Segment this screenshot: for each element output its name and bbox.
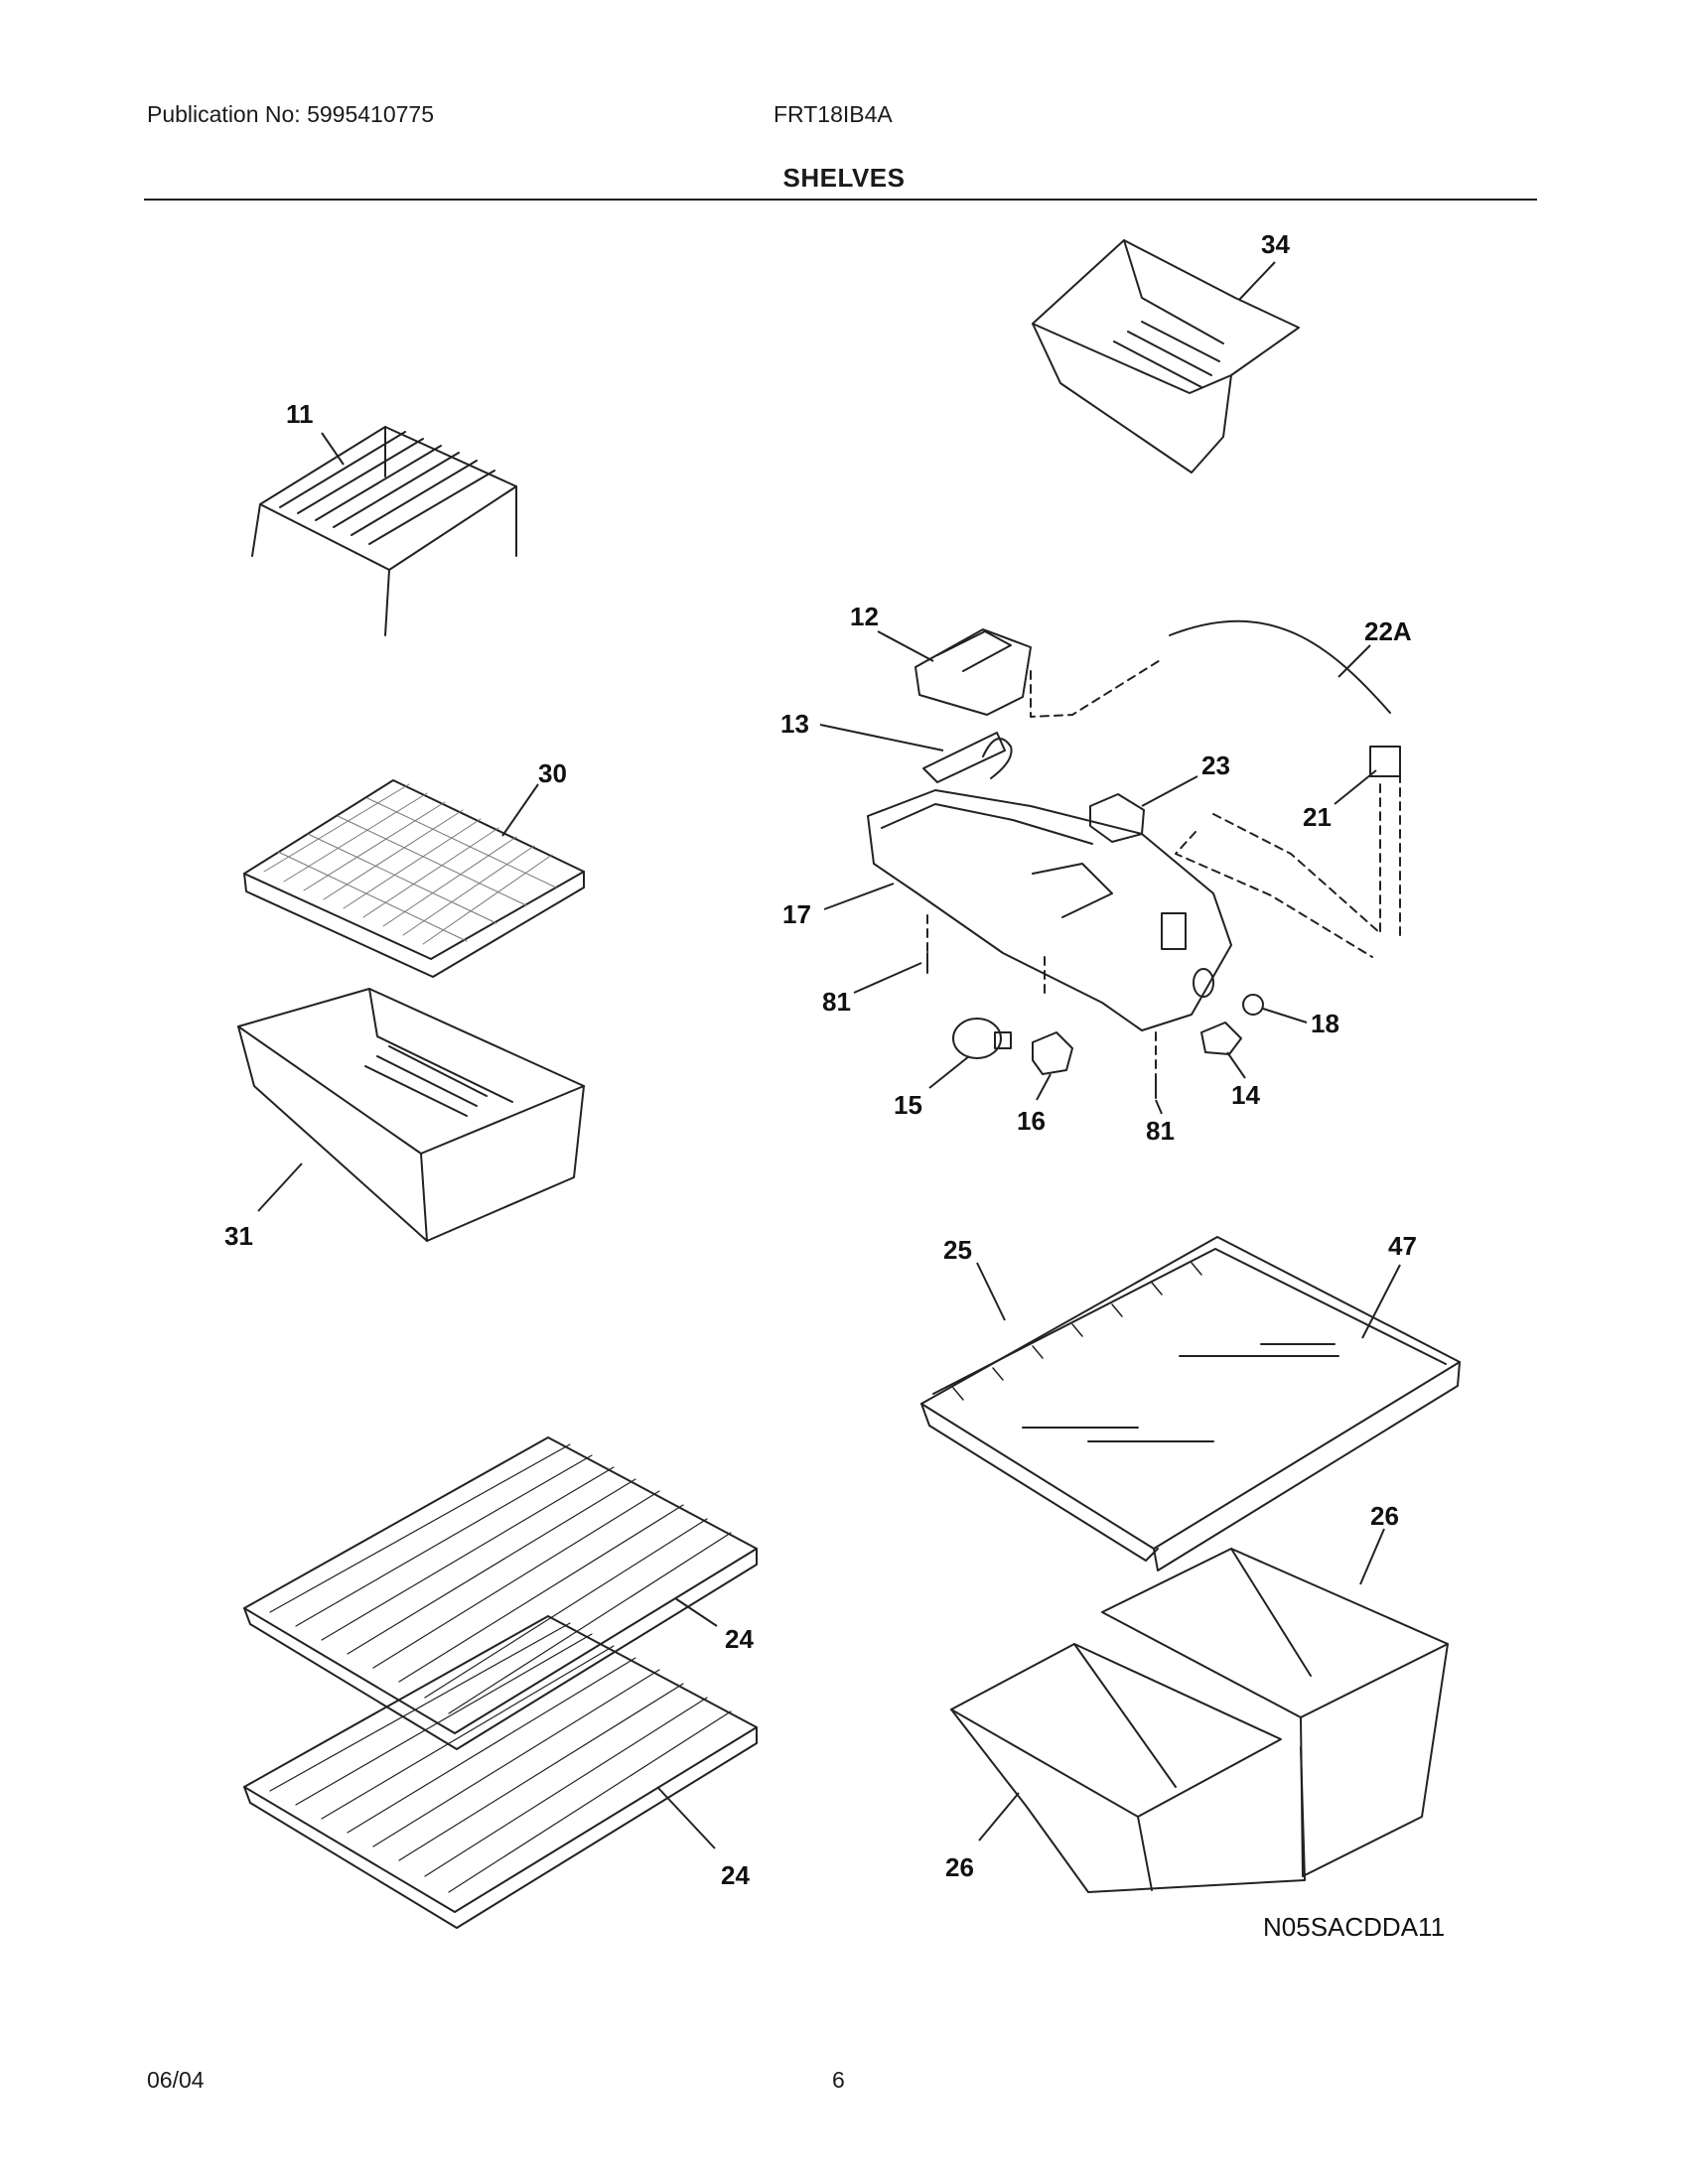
leader-lines bbox=[257, 261, 1401, 1849]
label-25: 25 bbox=[943, 1235, 972, 1265]
label-21: 21 bbox=[1303, 802, 1332, 832]
part-13-lens bbox=[922, 732, 1013, 783]
part-47-glass-shelf bbox=[920, 1236, 1461, 1571]
part-11-wire-rack bbox=[251, 426, 517, 636]
label-30: 30 bbox=[538, 758, 567, 788]
part-26-pan-back bbox=[1101, 1548, 1449, 1877]
part-34-bin bbox=[1032, 239, 1300, 474]
part-23-thermostat bbox=[1089, 793, 1145, 843]
label-81-b: 81 bbox=[1146, 1116, 1175, 1146]
model-number: FRT18IB4A bbox=[774, 101, 893, 127]
part-26-pan-front bbox=[950, 1643, 1306, 1893]
label-34: 34 bbox=[1261, 229, 1290, 259]
publication-number: Publication No: 5995410775 bbox=[147, 101, 435, 127]
label-24-a: 24 bbox=[725, 1624, 754, 1654]
footer-date: 06/04 bbox=[147, 2067, 205, 2093]
label-18: 18 bbox=[1311, 1009, 1339, 1038]
label-31: 31 bbox=[224, 1221, 253, 1251]
part-21-switch bbox=[1369, 746, 1401, 777]
page-title: SHELVES bbox=[782, 163, 906, 193]
label-47: 47 bbox=[1388, 1231, 1417, 1261]
connection-lines bbox=[926, 658, 1401, 1083]
label-17: 17 bbox=[782, 899, 811, 929]
label-81-a: 81 bbox=[822, 987, 851, 1017]
part-12-cover bbox=[914, 628, 1032, 716]
label-22a: 22A bbox=[1364, 616, 1412, 646]
label-11: 11 bbox=[286, 399, 314, 429]
label-26-b: 26 bbox=[945, 1852, 974, 1882]
header-rule bbox=[144, 199, 1537, 201]
label-26-a: 26 bbox=[1370, 1501, 1399, 1531]
part-30-filter-panel bbox=[243, 779, 585, 978]
label-16: 16 bbox=[1017, 1106, 1046, 1136]
label-23: 23 bbox=[1201, 751, 1230, 780]
label-15: 15 bbox=[894, 1090, 922, 1120]
part-15-bulb bbox=[952, 1018, 1012, 1059]
label-12: 12 bbox=[850, 602, 879, 631]
label-24-b: 24 bbox=[721, 1860, 750, 1890]
part-22a-wire-harness bbox=[1169, 619, 1391, 714]
label-14: 14 bbox=[1231, 1080, 1260, 1110]
page-number: 6 bbox=[832, 2067, 845, 2093]
diagram-code: N05SACDDA11 bbox=[1263, 1912, 1445, 1942]
part-24-wire-shelf-upper bbox=[243, 1436, 758, 1750]
part-16-socket bbox=[1032, 1031, 1073, 1075]
part-24-wire-shelf-lower bbox=[243, 1615, 758, 1929]
part-18-plug bbox=[1242, 994, 1264, 1016]
part-31-crisper-bin bbox=[237, 988, 585, 1242]
part-17-light-housing bbox=[867, 789, 1232, 1031]
part-14-switch bbox=[1200, 1022, 1242, 1055]
label-13: 13 bbox=[780, 709, 809, 739]
